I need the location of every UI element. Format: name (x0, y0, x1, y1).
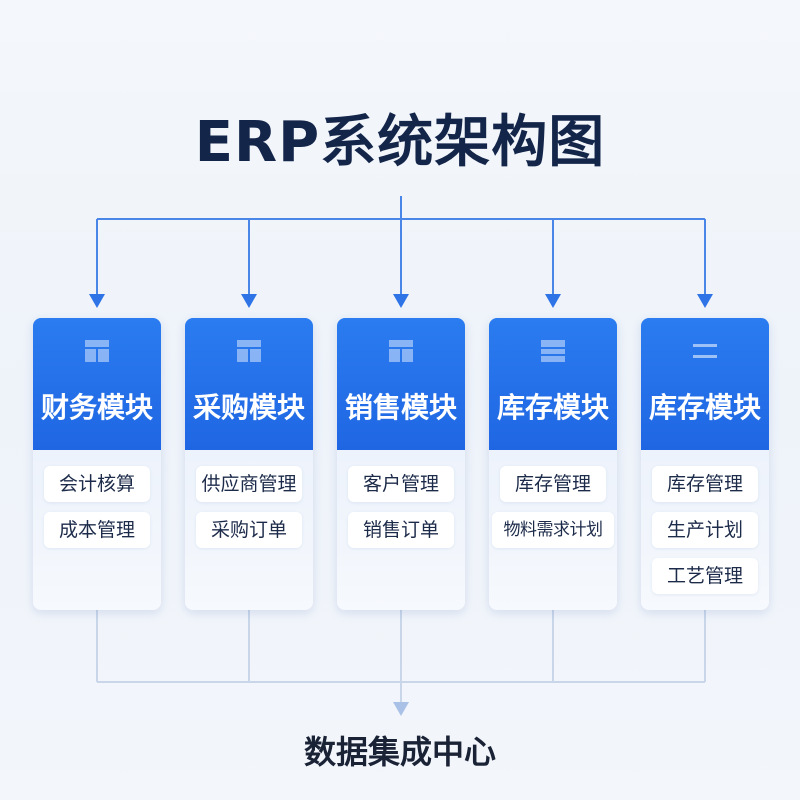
arrow-down-icon (393, 702, 409, 716)
module-item: 客户管理 (348, 466, 454, 502)
module-items: 客户管理 销售订单 (337, 466, 465, 558)
module-item: 供应商管理 (196, 466, 302, 502)
arrow-down-icon (393, 294, 409, 308)
module-card-sales: 销售模块 客户管理 销售订单 (337, 318, 465, 610)
module-item: 成本管理 (44, 512, 150, 548)
module-card-inventory-production: 库存模块 库存管理 生产计划 工艺管理 (641, 318, 769, 610)
arrow-down-icon (697, 294, 713, 308)
module-items: 会计核算 成本管理 (33, 466, 161, 558)
data-integration-center-label: 数据集成中心 (303, 733, 496, 771)
arrow-down-icon (89, 294, 105, 308)
grid-icon (389, 340, 413, 362)
diagram-title: ERP系统架构图 (194, 110, 606, 175)
module-header: 销售模块 (337, 318, 465, 450)
module-items: 库存管理 生产计划 工艺管理 (641, 466, 769, 604)
module-item: 会计核算 (44, 466, 150, 502)
module-header: 库存模块 (489, 318, 617, 450)
module-title: 采购模块 (192, 391, 305, 424)
module-item: 生产计划 (652, 512, 758, 548)
grid-icon (85, 340, 109, 362)
lines-icon (693, 344, 717, 358)
arrow-down-icon (545, 294, 561, 308)
module-item: 采购订单 (196, 512, 302, 548)
module-title: 库存模块 (496, 391, 609, 424)
module-card-finance: 财务模块 会计核算 成本管理 (33, 318, 161, 610)
module-title: 库存模块 (648, 391, 761, 424)
module-item: 库存管理 (500, 466, 606, 502)
module-item: 库存管理 (652, 466, 758, 502)
module-item: 物料需求计划 (492, 512, 614, 548)
module-title: 财务模块 (40, 391, 153, 424)
arrow-down-icon (241, 294, 257, 308)
module-items: 供应商管理 采购订单 (185, 466, 313, 558)
module-card-purchasing: 采购模块 供应商管理 采购订单 (185, 318, 313, 610)
module-header: 库存模块 (641, 318, 769, 450)
module-item: 销售订单 (348, 512, 454, 548)
module-header: 财务模块 (33, 318, 161, 450)
module-item: 工艺管理 (652, 558, 758, 594)
grid-icon (541, 340, 565, 362)
grid-icon (237, 340, 261, 362)
module-card-inventory: 库存模块 库存管理 物料需求计划 (489, 318, 617, 610)
module-items: 库存管理 物料需求计划 (489, 466, 617, 558)
module-title: 销售模块 (344, 391, 457, 424)
module-header: 采购模块 (185, 318, 313, 450)
